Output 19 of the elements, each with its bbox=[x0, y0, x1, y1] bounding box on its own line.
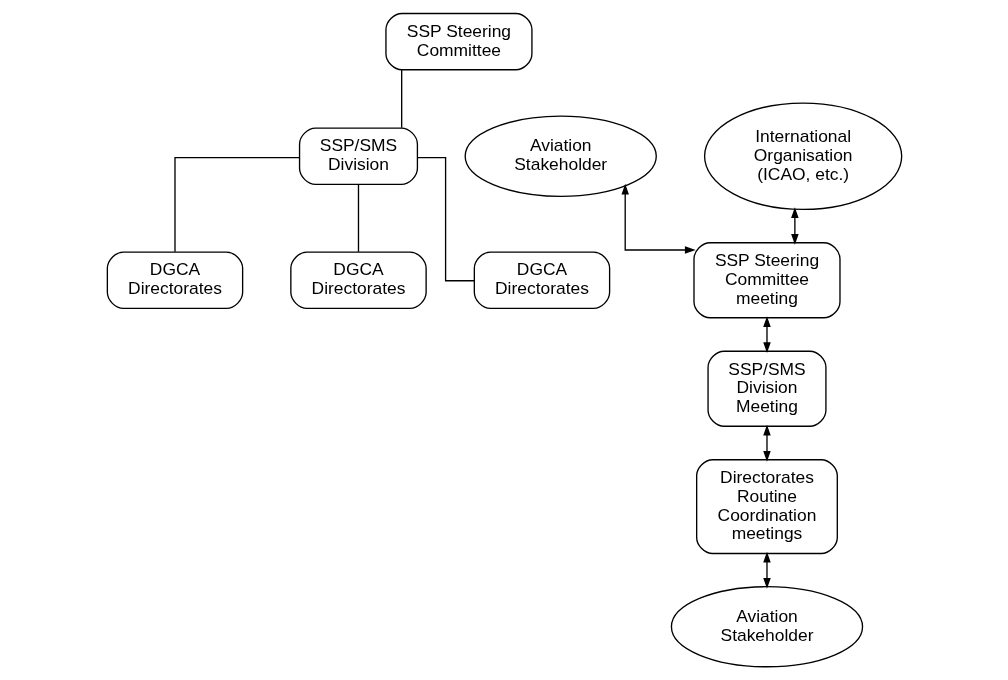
node-box: DGCA Directorates bbox=[106, 251, 243, 310]
arrow bbox=[762, 551, 771, 589]
arrow bbox=[620, 183, 696, 254]
node-box: SSP Steering Committee bbox=[384, 12, 533, 71]
node-ellipse: Aviation Stakeholder bbox=[670, 586, 863, 668]
node-ellipse: International Organisation (ICAO, etc.) bbox=[703, 102, 902, 211]
arrow bbox=[762, 316, 771, 354]
node-box: DGCA Directorates bbox=[289, 251, 427, 310]
connector bbox=[400, 69, 402, 129]
connector bbox=[173, 156, 300, 253]
connector bbox=[416, 156, 475, 282]
node-box: DGCA Directorates bbox=[473, 251, 610, 310]
node-box: Directorates Routine Coordination meetings bbox=[695, 459, 838, 555]
arrow bbox=[762, 424, 771, 462]
connector bbox=[357, 183, 359, 253]
arrow bbox=[790, 207, 799, 245]
node-box: SSP Steering Committee meeting bbox=[692, 242, 841, 319]
node-box: SSP/SMS Division Meeting bbox=[706, 350, 827, 427]
node-box: SSP/SMS Division bbox=[298, 127, 418, 186]
